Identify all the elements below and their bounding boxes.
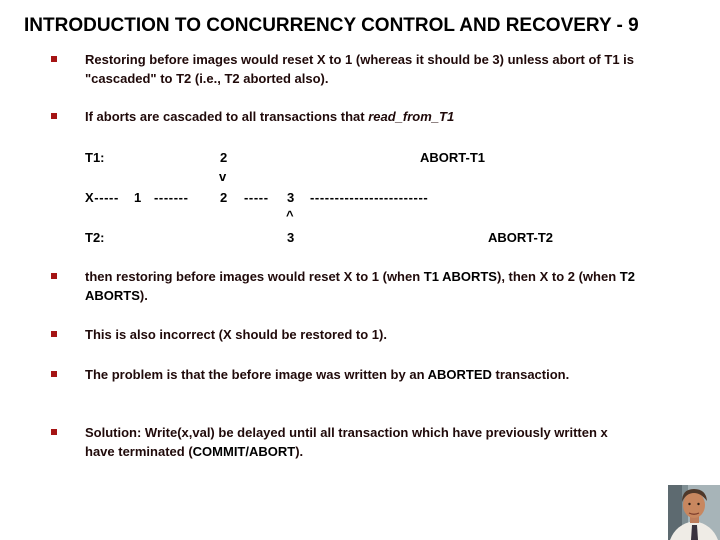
bullet-item: then restoring before images would reset…: [0, 267, 720, 305]
diagram-dash-segment: -------: [154, 190, 189, 205]
diagram-dash-segment: -----: [244, 190, 269, 205]
bullet-text: The problem is that the before image was…: [85, 367, 570, 382]
diagram-t2-label: T2:: [85, 230, 105, 245]
bullet-item: If aborts are cascaded to all transactio…: [0, 107, 720, 126]
diagram-abort-t2-label: ABORT-T2: [488, 230, 553, 245]
bullet-square-icon: [51, 331, 57, 337]
diagram-dash-segment: ------------------------: [310, 190, 429, 205]
bullet-item: The problem is that the before image was…: [0, 365, 720, 384]
bullet-square-icon: [51, 371, 57, 377]
bullet-text: then restoring before images would reset…: [85, 269, 635, 303]
diagram-x-value-2: 2: [220, 190, 228, 205]
down-arrow-icon: v: [219, 169, 227, 184]
bullet-text: Solution: Write(x,val) be delayed until …: [85, 425, 608, 459]
bullet-square-icon: [51, 273, 57, 279]
diagram-t1-label: T1:: [85, 150, 105, 165]
bullet-square-icon: [51, 113, 57, 119]
diagram-x-axis-label: X-----: [85, 190, 119, 205]
bullet-square-icon: [51, 56, 57, 62]
presenter-photo: [668, 485, 720, 540]
diagram-t1-write-value: 2: [220, 150, 228, 165]
diagram-abort-t1-label: ABORT-T1: [420, 150, 485, 165]
diagram-x-value-1: 1: [134, 190, 142, 205]
diagram-x-value-3: 3: [287, 190, 295, 205]
bullet-text: Restoring before images would reset X to…: [85, 52, 635, 86]
up-arrow-icon: ^: [286, 208, 294, 223]
diagram-t2-write-value: 3: [287, 230, 295, 245]
bullet-item: Solution: Write(x,val) be delayed until …: [0, 423, 720, 461]
bullet-text: If aborts are cascaded to all transactio…: [85, 109, 455, 124]
page-title: INTRODUCTION TO CONCURRENCY CONTROL AND …: [24, 15, 639, 36]
bullet-text: This is also incorrect (X should be rest…: [85, 327, 387, 342]
bullet-item: This is also incorrect (X should be rest…: [0, 325, 720, 344]
bullet-square-icon: [51, 429, 57, 435]
bullet-item: Restoring before images would reset X to…: [0, 50, 720, 88]
